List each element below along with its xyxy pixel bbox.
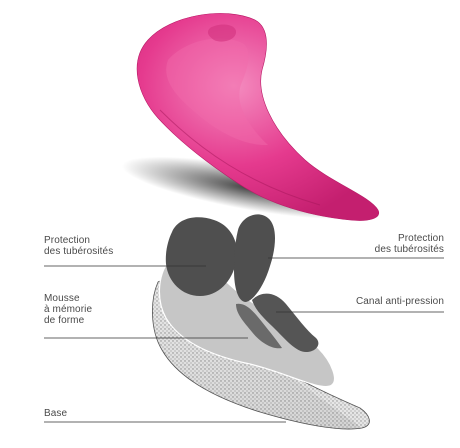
- label-tuberosity-right: Protection des tubérosités: [375, 233, 444, 255]
- label-tuberosity-left-line2: des tubérosités: [44, 246, 113, 257]
- label-memory-foam: Mousse à mémorie de forme: [44, 293, 92, 326]
- label-tuberosity-left: Protection des tubérosités: [44, 235, 113, 257]
- label-memory-foam-line2: à mémorie: [44, 304, 92, 315]
- label-tuberosity-right-line1: Protection: [375, 233, 444, 244]
- label-memory-foam-line1: Mousse: [44, 293, 92, 304]
- label-memory-foam-line3: de forme: [44, 315, 92, 326]
- label-tuberosity-right-line2: des tubérosités: [375, 244, 444, 255]
- label-anti-pressure-channel: Canal anti-pression: [356, 296, 444, 307]
- label-tuberosity-left-line1: Protection: [44, 235, 113, 246]
- label-base: Base: [44, 408, 67, 419]
